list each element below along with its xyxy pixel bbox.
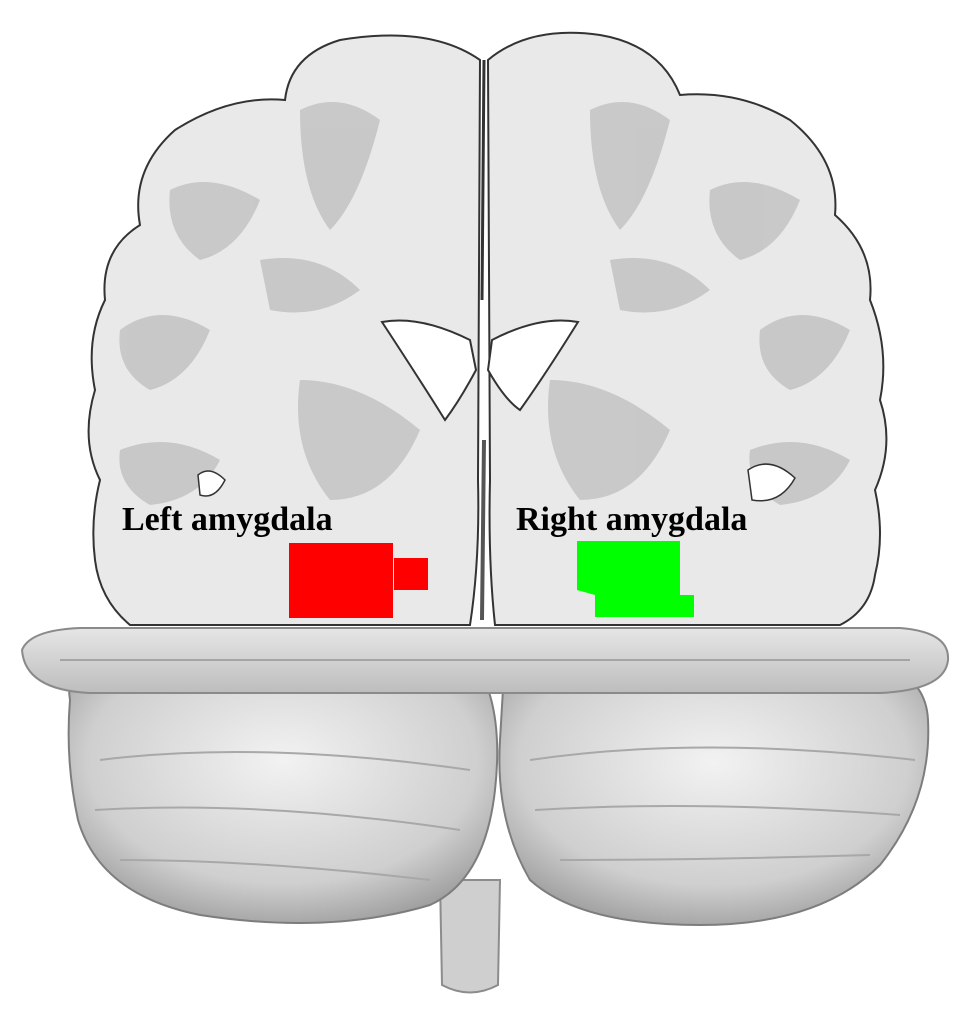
cerebellum-right — [498, 653, 930, 927]
lateral-ventricle-right — [486, 319, 580, 412]
lateral-ventricle-left — [380, 319, 478, 422]
right-amygdala-label: Right amygdala — [516, 501, 748, 538]
left-amygdala-region — [289, 543, 428, 618]
brainstem — [438, 879, 502, 994]
right-amygdala-region — [577, 541, 694, 617]
longitudinal-fissure — [480, 59, 486, 301]
left-amygdala-label: Left amygdala — [122, 501, 333, 538]
